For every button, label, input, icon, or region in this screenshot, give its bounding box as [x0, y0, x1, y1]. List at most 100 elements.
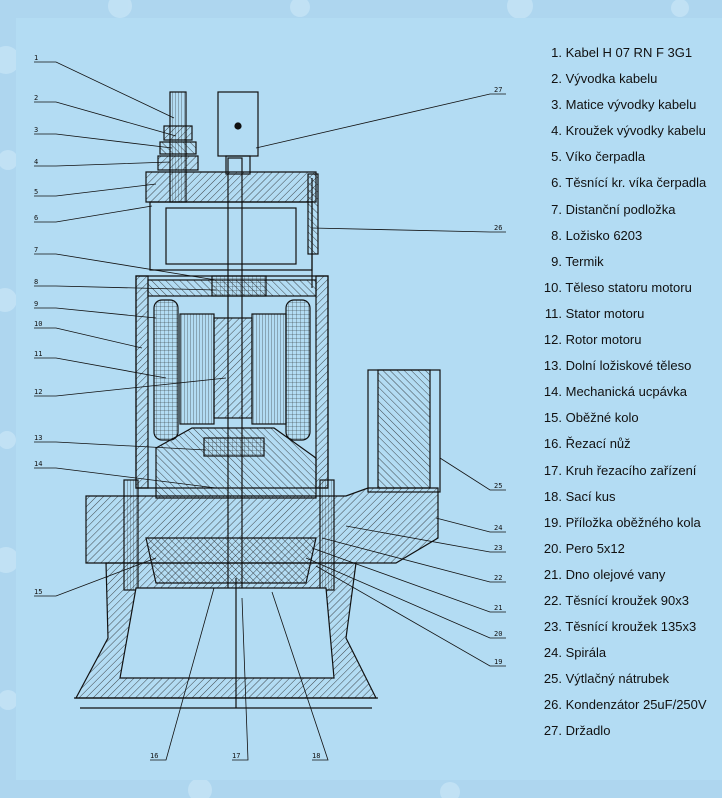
legend-label: Rotor motoru [565, 332, 642, 348]
legend-item: 7. Distanční podložka [540, 197, 707, 223]
legend-label: Příložka oběžného kola [565, 514, 701, 530]
legend-number: 20. [543, 540, 562, 556]
callout-16: 16 [150, 752, 158, 760]
callout-15: 15 [34, 588, 42, 596]
legend-item: 14. Mechanická ucpávka [540, 379, 707, 405]
callout-9: 9 [34, 300, 38, 308]
legend-label: Matice vývodky kabelu [565, 97, 697, 113]
legend-item: 23. Těsnící kroužek 135x3 [540, 614, 707, 640]
legend-label: Oběžné kolo [565, 410, 639, 426]
callout-8: 8 [34, 278, 38, 286]
legend-label: Mechanická ucpávka [565, 384, 688, 400]
callout-18: 18 [312, 752, 320, 760]
legend-item: 1. Kabel H 07 RN F 3G1 [540, 40, 707, 66]
callout-numbers: 1 2 3 4 5 6 7 8 9 10 11 12 13 14 15 16 1… [34, 54, 502, 760]
legend-number: 1. [551, 45, 562, 60]
legend-label: Těleso statoru motoru [565, 279, 692, 295]
callout-3: 3 [34, 126, 38, 134]
legend-number: 3. [551, 97, 562, 113]
legend-item: 22. Těsnící kroužek 90x3 [540, 588, 707, 614]
callout-25: 25 [494, 482, 502, 490]
legend-label: Kroužek vývodky kabelu [565, 123, 706, 139]
callout-1: 1 [34, 54, 38, 62]
legend-number: 13. [543, 358, 562, 374]
legend-item: 17. Kruh řezacího zařízení [540, 458, 707, 484]
callout-21: 21 [494, 604, 502, 612]
callout-14: 14 [34, 460, 42, 468]
legend-label: Držadlo [565, 723, 611, 739]
legend-label: Sací kus [565, 488, 616, 504]
legend-label: Výtlačný nátrubek [565, 671, 669, 687]
callout-11: 11 [34, 350, 42, 358]
legend-number: 24. [543, 645, 562, 661]
legend-label: Těsnící kroužek 90x3 [565, 592, 689, 608]
callout-22: 22 [494, 574, 502, 582]
legend-number: 15. [543, 410, 562, 426]
callout-2: 2 [34, 94, 38, 102]
callout-6: 6 [34, 214, 38, 222]
legend-item: 15. Oběžné kolo [540, 405, 707, 431]
legend-label: Těsnící kroužek 135x3 [565, 619, 697, 635]
callout-23: 23 [494, 544, 502, 552]
callout-leaders [34, 61, 506, 761]
legend-label: Kondenzátor 25uF/250V [565, 697, 707, 713]
legend-item: 27. Držadlo [540, 718, 707, 744]
legend-number: 18. [543, 488, 562, 504]
legend-label: Řezací nůž [565, 436, 631, 452]
legend-number: 10. [543, 279, 562, 295]
legend-number: 9. [551, 253, 562, 269]
callout-24: 24 [494, 524, 502, 532]
legend-number: 19. [543, 514, 562, 530]
callout-12: 12 [34, 388, 42, 396]
callout-10: 10 [34, 320, 42, 328]
callout-5: 5 [34, 188, 38, 196]
legend-label: Těsnící kr. víka čerpadla [565, 175, 707, 191]
callout-19: 19 [494, 658, 502, 666]
legend-number: 5. [551, 149, 562, 165]
legend-label: Ložisko 6203 [565, 227, 643, 243]
legend-label: Kruh řezacího zařízení [565, 462, 697, 478]
legend-label: Dolní ložiskové těleso [565, 358, 692, 374]
callout-26: 26 [494, 224, 502, 232]
legend-item: 3. Matice vývodky kabelu [540, 92, 707, 118]
legend-number: 2. [551, 71, 562, 87]
legend-number: 12. [543, 332, 562, 348]
legend-item: 2. Vývodka kabelu [540, 66, 707, 92]
legend-item: 10. Těleso statoru motoru [540, 275, 707, 301]
parts-legend: 1. Kabel H 07 RN F 3G1 2. Vývodka kabelu… [540, 40, 707, 745]
legend-item: 25. Výtlačný nátrubek [540, 666, 707, 692]
callout-17: 17 [232, 752, 240, 760]
callout-7: 7 [34, 246, 38, 254]
legend-number: 22. [543, 592, 562, 608]
callout-4: 4 [34, 158, 38, 166]
legend-item: 13. Dolní ložiskové těleso [540, 353, 707, 379]
pump-body [74, 91, 441, 709]
legend-number: 26. [543, 697, 562, 713]
legend-item: 26. Kondenzátor 25uF/250V [540, 692, 707, 718]
legend-item: 4. Kroužek vývodky kabelu [540, 118, 707, 144]
legend-label: Dno olejové vany [565, 566, 666, 582]
legend-item: 18. Sací kus [540, 484, 707, 510]
legend-item: 21. Dno olejové vany [540, 562, 707, 588]
legend-number: 8. [551, 227, 562, 243]
legend-item: 8. Ložisko 6203 [540, 223, 707, 249]
callout-20: 20 [494, 630, 502, 638]
legend-item: 24. Spirála [540, 640, 707, 666]
legend-number: 21. [543, 566, 562, 582]
legend-label: Termik [565, 253, 604, 269]
callout-27: 27 [494, 86, 502, 94]
legend-label: Víko čerpadla [565, 149, 646, 165]
callout-13: 13 [34, 434, 42, 442]
legend-number: 4. [551, 123, 562, 139]
legend-item: 9. Termik [540, 249, 707, 275]
legend-item: 5. Víko čerpadla [540, 144, 707, 170]
legend-label: Kabel H 07 RN F 3G1 [565, 45, 693, 60]
legend-label: Distanční podložka [565, 201, 676, 217]
legend-label: Pero 5x12 [565, 540, 625, 556]
legend-number: 23. [543, 619, 562, 635]
legend-number: 11. [544, 305, 562, 321]
legend-item: 11. Stator motoru [540, 301, 707, 327]
legend-item: 20. Pero 5x12 [540, 536, 707, 562]
legend-item: 6. Těsnící kr. víka čerpadla [540, 170, 707, 196]
